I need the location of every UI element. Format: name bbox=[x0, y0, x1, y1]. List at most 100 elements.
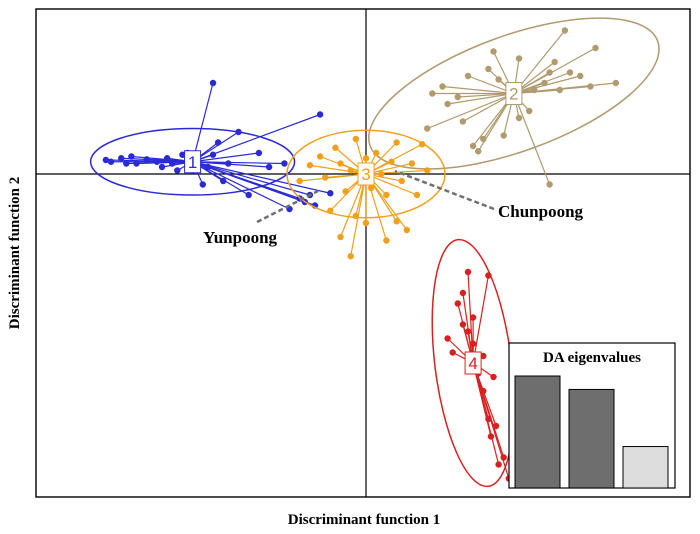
group-4-point bbox=[449, 349, 456, 356]
inset-bars bbox=[514, 375, 669, 489]
eigenvalue-bar bbox=[568, 388, 615, 489]
chunpoong-callout-line bbox=[394, 169, 495, 211]
group-2-spoke bbox=[447, 92, 514, 105]
group-3-point bbox=[316, 153, 324, 160]
group-2-point bbox=[561, 27, 569, 34]
group-2-point bbox=[424, 125, 431, 132]
group-4-label-box bbox=[464, 351, 482, 375]
group-1-point bbox=[255, 149, 263, 157]
inset-title: DA eigenvalues bbox=[543, 350, 641, 366]
group-4-point bbox=[492, 422, 500, 430]
group-2-point bbox=[612, 79, 620, 87]
x-axis-title: Discriminant function 1 bbox=[288, 512, 441, 528]
group-1-point bbox=[204, 163, 212, 171]
group-3-point bbox=[352, 135, 359, 143]
group-1-point bbox=[107, 158, 115, 165]
group-1-point bbox=[174, 167, 181, 174]
group-2-point bbox=[526, 107, 533, 115]
group-1-point bbox=[214, 139, 222, 146]
group-2-point bbox=[566, 69, 574, 76]
group-4-point bbox=[485, 272, 492, 279]
group-2-point bbox=[475, 148, 482, 155]
group-4-point bbox=[444, 335, 451, 342]
plot-frame bbox=[35, 8, 691, 498]
group-3-point bbox=[424, 167, 431, 174]
group-1-point bbox=[235, 128, 242, 136]
group-3-point bbox=[296, 177, 303, 185]
group-1-ellipse bbox=[89, 127, 296, 196]
group-1-point bbox=[220, 177, 227, 185]
group-2-label-box bbox=[505, 82, 523, 105]
group-2-point bbox=[541, 79, 548, 87]
group-1-point bbox=[225, 160, 232, 167]
group-1-point bbox=[102, 156, 110, 164]
group-1-point bbox=[179, 151, 186, 158]
group-1-point bbox=[169, 160, 176, 167]
group-3-point bbox=[322, 174, 329, 181]
group-2-point bbox=[551, 58, 558, 66]
group-3-point bbox=[398, 177, 405, 185]
group-3-point bbox=[403, 226, 410, 234]
group-3-point bbox=[347, 253, 354, 260]
group-1-spoke bbox=[192, 161, 250, 196]
group-3-point bbox=[367, 184, 375, 192]
eigenvalues-inset: DA eigenvalues bbox=[508, 342, 676, 489]
group-2-point bbox=[556, 86, 563, 94]
group-2-point bbox=[500, 132, 507, 139]
group-2-point bbox=[459, 118, 467, 125]
group-2-spoke bbox=[513, 93, 551, 185]
group-2-point bbox=[495, 76, 502, 83]
group-1-point bbox=[199, 181, 206, 188]
group-1-point bbox=[163, 155, 171, 162]
group-1-point bbox=[123, 160, 130, 167]
chunpoong-label: Chunpoong bbox=[498, 202, 584, 221]
group-1-spoke bbox=[192, 161, 311, 196]
group-3-point bbox=[362, 155, 370, 162]
group-2-point bbox=[577, 72, 584, 80]
group-2-ellipse bbox=[368, 17, 660, 170]
group-2-point bbox=[531, 86, 538, 94]
group-3-point bbox=[393, 218, 400, 225]
group-4-point bbox=[485, 415, 492, 423]
group-3-point bbox=[378, 170, 385, 178]
group-1-spoke bbox=[192, 161, 285, 165]
group-4-spoke bbox=[472, 275, 489, 364]
group-2-spoke bbox=[513, 47, 596, 95]
group-3-point bbox=[383, 237, 390, 244]
group-3-point bbox=[362, 219, 370, 227]
group-2-point bbox=[485, 65, 492, 73]
group-4-point bbox=[480, 387, 487, 395]
group-2-point bbox=[439, 83, 446, 90]
group-3-point bbox=[413, 191, 421, 199]
group-4-point bbox=[490, 373, 497, 381]
group-1-point bbox=[327, 190, 334, 197]
group-2-point bbox=[546, 181, 553, 188]
group-1-spoke bbox=[192, 152, 259, 163]
group-2-point bbox=[515, 114, 523, 122]
group-1-point bbox=[118, 155, 125, 162]
group-4-point bbox=[454, 300, 461, 307]
yunpoong-label: Yunpoong bbox=[203, 228, 278, 247]
group-4-point bbox=[500, 454, 507, 461]
group-4-point bbox=[459, 321, 467, 328]
yunpoong-callout-line bbox=[256, 189, 319, 224]
group-1-point bbox=[209, 79, 217, 87]
group-1-point bbox=[245, 191, 252, 199]
group-3-point bbox=[388, 158, 395, 165]
group-2-spoke bbox=[457, 92, 514, 98]
group-4-point bbox=[495, 461, 502, 468]
group-2-point bbox=[592, 44, 599, 52]
group-3-point bbox=[337, 160, 344, 167]
eigenvalue-bar bbox=[622, 446, 669, 489]
group-4-point bbox=[464, 328, 472, 335]
y-axis-title: Discriminant function 2 bbox=[7, 177, 23, 330]
group-4-spoke bbox=[472, 362, 500, 465]
group-4-spoke bbox=[462, 292, 474, 364]
group-4-point bbox=[469, 314, 477, 321]
group-1-point bbox=[209, 151, 217, 158]
group-1-point bbox=[128, 153, 135, 160]
group-1-spoke bbox=[192, 82, 214, 162]
group-1-spoke bbox=[192, 161, 316, 207]
group-2-spoke bbox=[426, 92, 515, 130]
